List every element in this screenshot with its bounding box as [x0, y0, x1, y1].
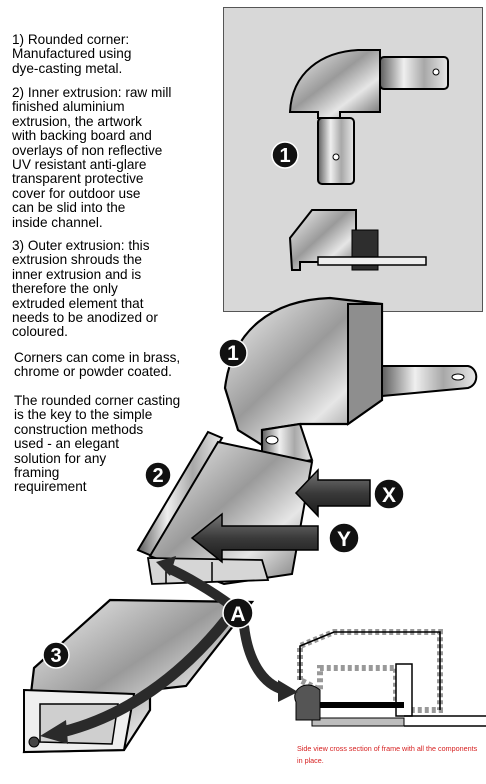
arrow-a-to-cross-section [239, 625, 298, 702]
description-corner-finishes: Corners can come in brass, chrome or pow… [14, 350, 181, 380]
svg-text:1: 1 [279, 145, 290, 167]
callout-a: A [222, 597, 254, 629]
inset-corner-casting-side-view [288, 209, 427, 271]
svg-text:X: X [382, 484, 396, 507]
frame-cross-section [294, 629, 486, 727]
description-corner-casting: The rounded corner casting is the key to… [14, 393, 181, 495]
description-rounded-corner: 1) Rounded corner: Manufactured using dy… [12, 32, 132, 76]
svg-text:A: A [230, 603, 245, 626]
arrow-a-to-inner-extrusion [156, 556, 235, 611]
callout-y: Y [328, 522, 360, 554]
callout-1-main: 1 [218, 338, 248, 368]
inset-corner-casting-top-view [288, 49, 449, 185]
description-inner-extrusion: 2) Inner extrusion: raw mill finished al… [12, 85, 172, 230]
svg-text:1: 1 [227, 342, 239, 365]
callout-1-inset: 1 [271, 141, 299, 169]
cross-section-caption: Side view cross section of frame with al… [297, 744, 478, 765]
callout-2: 2 [144, 461, 172, 489]
svg-text:2: 2 [152, 465, 163, 487]
callout-x: X [373, 478, 405, 510]
arrow-x [294, 468, 371, 518]
corner-casting-exploded [223, 296, 478, 470]
arrow-y [190, 512, 319, 564]
callout-3: 3 [42, 641, 70, 669]
description-outer-extrusion: 3) Outer extrusion: this extrusion shrou… [12, 238, 158, 340]
svg-text:Y: Y [337, 528, 351, 551]
svg-text:3: 3 [50, 645, 61, 667]
arrow-a-to-outer-extrusion [40, 616, 231, 744]
